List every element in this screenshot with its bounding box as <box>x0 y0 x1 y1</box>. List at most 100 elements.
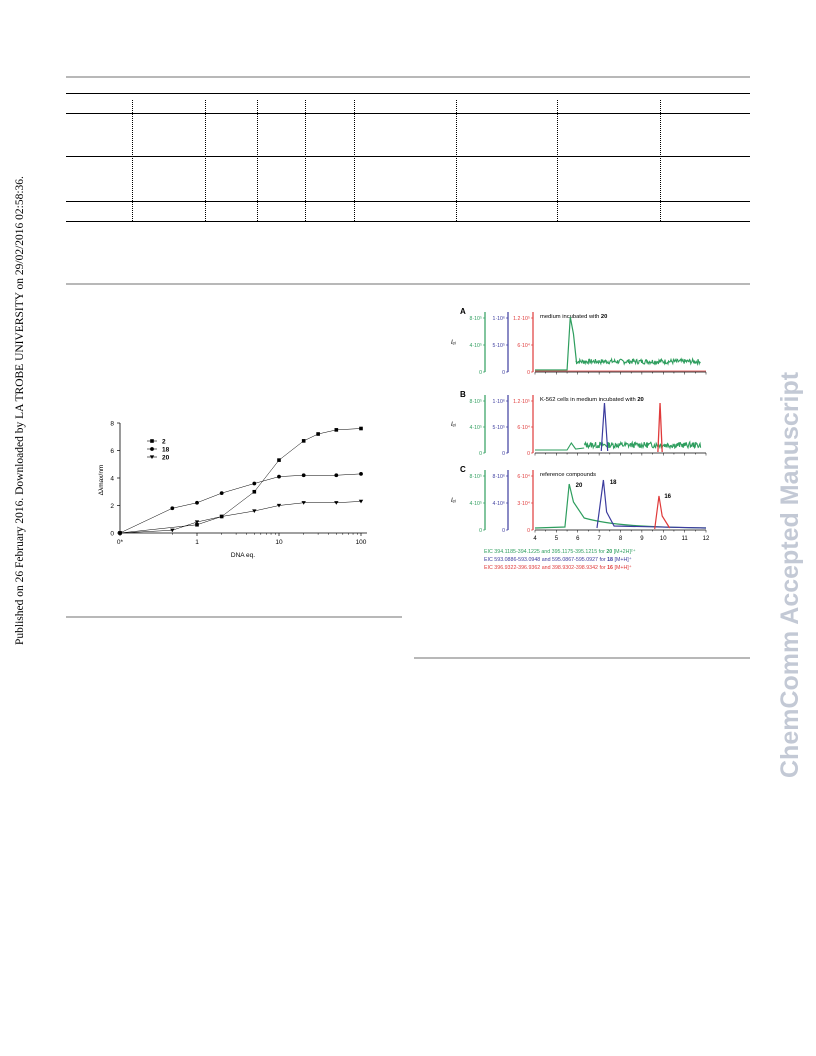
panel-y-tick-label: 1·10⁶ <box>492 316 505 322</box>
panel-y-tick-label: 6·10⁴ <box>517 343 530 349</box>
eic-chart: A Iₑᵢ 8·10⁵ 4·10⁵ 0 1·10⁶ 5·10⁵ 0 1.2·10⁵ 6·10⁴ 0 m… <box>451 307 710 571</box>
series-line <box>119 501 362 534</box>
panel-y-tick-label: 1·10⁶ <box>492 399 505 405</box>
table-column-divider <box>557 100 558 221</box>
table-column-divider <box>205 100 206 221</box>
legend-label: 2 <box>162 438 166 445</box>
section-rule <box>66 283 750 285</box>
eic-x-tick-label: 8 <box>619 536 623 542</box>
data-point-square <box>334 428 339 432</box>
panel-title: medium incubated with 20 <box>540 314 607 320</box>
table-column-divider <box>257 100 258 221</box>
data-point-triangle <box>276 503 282 508</box>
panel-y-label: Iₑᵢ <box>451 422 456 428</box>
green-noise-trace <box>575 357 701 367</box>
eic-x-tick-label: 6 <box>576 536 580 542</box>
green-peak-trace <box>535 316 578 371</box>
eic-legend-ion: [M+H]⁺ <box>613 565 632 571</box>
eic-x-tick-label: 12 <box>703 536 710 542</box>
download-note-text: Published on 26 February 2016. Downloade… <box>14 176 26 645</box>
data-point-triangle <box>194 520 200 524</box>
legend-label: 20 <box>162 454 170 461</box>
panel-y-tick-label: 0 <box>502 370 505 376</box>
panel-y-tick-label: 8·10⁶ <box>492 474 505 480</box>
y-tick-label: 2 <box>110 503 114 510</box>
data-point-square <box>195 522 199 527</box>
data-point-triangle <box>252 509 257 513</box>
series-line <box>119 428 362 534</box>
blue-peak-trace <box>600 402 609 452</box>
eic-legend: EIC 394.1185-394.1225 and 395.1175-395.1… <box>484 549 636 571</box>
data-point-triangle <box>149 455 155 459</box>
y-axis-label: Δλmax/nm <box>98 465 105 496</box>
table-bottom-rule <box>66 221 750 222</box>
panel-title: reference compounds <box>540 472 596 478</box>
eic-x-tick-label: 5 <box>555 536 559 542</box>
x-tick-label: 100 <box>356 539 367 546</box>
data-point-square <box>359 426 363 431</box>
data-point-triangle <box>334 501 339 505</box>
panel-y-tick-label: 4·10⁵ <box>469 501 482 507</box>
eic-legend-line: EIC 394.1185-394.1225 and 395.1175-395.1… <box>484 549 636 555</box>
legend-label: 18 <box>162 446 170 453</box>
data-point-triangle <box>219 514 224 519</box>
figure-right-bottom-rule <box>414 657 750 659</box>
eic-legend-line: EIC 396.9322-396.9362 and 398.9302-398.9… <box>484 565 632 571</box>
panel-y-tick-label: 0 <box>479 528 482 534</box>
data-point-triangle <box>170 528 175 533</box>
data-point-circle <box>301 473 306 478</box>
eic-x-tick-label: 11 <box>682 536 689 542</box>
figure-left-bottom-rule <box>66 616 402 618</box>
eic-legend-ion: [M+H]⁺ <box>613 557 632 563</box>
data-point-triangle <box>301 501 306 505</box>
eic-panel-B: BIₑᵢ8·10⁵4·10⁵01·10⁶5·10⁵01.2·10⁵6·10⁴0K… <box>451 390 707 457</box>
panel-y-tick-label: 8·10⁵ <box>469 399 482 405</box>
panel-letter: A <box>460 307 466 316</box>
panel-y-tick-label: 4·10⁵ <box>469 425 482 431</box>
panel-y-tick-label: 8·10⁵ <box>469 316 482 322</box>
panel-title: K-562 cells in medium incubated with 20 <box>540 397 644 403</box>
panel-y-tick-label: 3·10⁴ <box>517 501 530 507</box>
panel-y-tick-label: 4·10⁵ <box>469 343 482 349</box>
panel-y-tick-label: 5·10⁵ <box>492 425 505 431</box>
eic-legend-compound: 20 <box>606 549 612 555</box>
table-column-divider <box>305 100 306 221</box>
table-row-rule <box>66 113 750 114</box>
x-tick-label: 10 <box>275 539 283 546</box>
panel-y-label: Iₑᵢ <box>451 340 456 346</box>
eic-x-tick-label: 4 <box>533 536 537 542</box>
table-column-divider <box>132 100 133 221</box>
data-point-square <box>150 439 154 443</box>
y-tick-label: 4 <box>110 475 114 482</box>
titration-axes <box>119 423 367 534</box>
y-tick-label: 6 <box>110 448 114 455</box>
panel-letter: B <box>460 390 466 399</box>
eic-panel-A: AIₑᵢ8·10⁵4·10⁵01·10⁶5·10⁵01.2·10⁵6·10⁴0m… <box>451 307 707 376</box>
eic-x-tick-label: 7 <box>597 536 601 542</box>
data-point-square <box>316 432 320 436</box>
eic-legend-line: EIC 593.0886-593.0948 and 595.0867-595.0… <box>484 557 632 563</box>
table-header-rule <box>66 93 750 94</box>
panel-y-tick-label: 0 <box>527 528 530 534</box>
eic-legend-compound: 18 <box>607 557 613 563</box>
table-column-divider <box>354 100 355 221</box>
table-row-rule <box>66 156 750 157</box>
data-point-circle <box>150 447 154 451</box>
red-peak-trace <box>657 402 663 453</box>
eic-x-tick-label: 10 <box>660 536 667 542</box>
x-tick-label: 0* <box>117 539 124 546</box>
eic-panel-C: CIₑᵢ8·10⁵4·10⁵08·10⁶4·10⁶06·10⁴3·10⁴0ref… <box>451 465 707 534</box>
data-point-circle <box>170 506 175 511</box>
data-point-square <box>252 489 257 494</box>
panel-y-label: Iₑᵢ <box>451 498 456 504</box>
panel-y-tick-label: 0 <box>479 451 482 457</box>
table-column-divider <box>660 100 661 221</box>
panel-y-tick-label: 0 <box>527 451 530 457</box>
panel-y-tick-label: 1.2·10⁵ <box>513 399 530 405</box>
watermark-text: ChemComm Accepted Manuscript <box>776 371 804 778</box>
panel-y-tick-label: 0 <box>479 370 482 376</box>
